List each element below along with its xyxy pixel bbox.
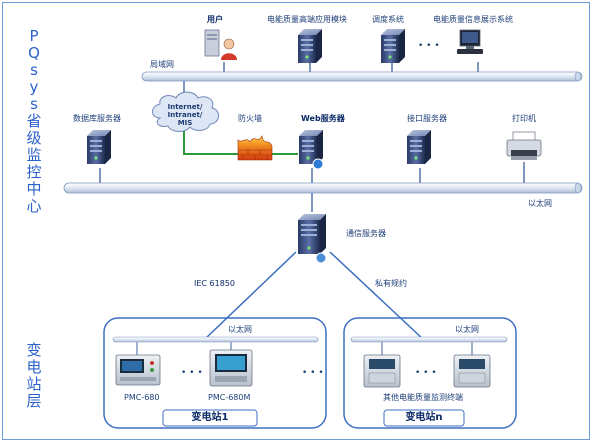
terminal1-icon [363, 354, 401, 388]
cloud-label-line3: MIS [178, 119, 193, 127]
user-label: 用户 [207, 15, 223, 24]
user-pc-icon [204, 29, 237, 60]
dispatch-label: 调度系统 [372, 15, 404, 24]
substation-layer-label: 变电站层 [24, 342, 44, 410]
lan-subn-label: 以太网 [455, 325, 479, 334]
ellipsis-between: • • • [302, 368, 324, 378]
substation-layer-label-char: 电 [26, 358, 42, 376]
comm-badge-icon [315, 252, 327, 264]
hf-app-label: 电能质量高端应用模块 [267, 15, 347, 24]
printer-label: 打印机 [512, 114, 536, 123]
substationn-tab [383, 409, 465, 427]
iec-protocol-label: IEC 61850 [194, 279, 235, 288]
outer-frame [2, 2, 590, 440]
center-layer-label-char: s [30, 61, 38, 79]
printer-icon [506, 131, 542, 160]
if-server-label: 接口服务器 [407, 114, 447, 123]
database-server-icon [87, 130, 111, 164]
other-terminals-label: 其他电能质量监测终端 [383, 393, 463, 402]
center-layer-label-char: y [29, 78, 39, 96]
web-server-label: Web服务器 [301, 114, 345, 123]
substationn-title: 变电站n [405, 412, 443, 423]
lan-top-label: 局域网 [150, 60, 174, 69]
db-server-label: 数据库服务器 [73, 114, 121, 123]
center-layer-label-char: 监 [26, 146, 42, 164]
dispatch-server-icon [381, 29, 405, 63]
substation1-bus [112, 336, 319, 343]
pmc680m-label: PMC-680M [208, 393, 251, 402]
lan-bus-mid [63, 182, 583, 194]
substation1-box [103, 317, 327, 429]
terminal2-icon [453, 354, 491, 388]
center-layer-label-char: 级 [26, 129, 42, 147]
substationn-bus [350, 336, 508, 343]
substation-layer-label-char: 层 [26, 392, 42, 410]
info-sys-label: 电能质量信息展示系统 [433, 15, 513, 24]
pmc680-label: PMC-680 [124, 393, 160, 402]
comm-server-icon [298, 214, 326, 254]
pmc680-device-icon [115, 354, 161, 386]
center-layer-label-char: 中 [26, 180, 42, 198]
comm-server-label: 通信服务器 [346, 229, 386, 238]
substation1-tab [162, 409, 258, 427]
ellipsis-sub1: • • • [181, 368, 203, 378]
substation-layer-label-char: 变 [26, 341, 42, 359]
ellipsis-subn: • • • [415, 368, 437, 378]
substation1-title: 变电站1 [191, 412, 229, 423]
firewall-label: 防火墙 [238, 114, 262, 123]
pmc680m-device-icon [209, 349, 253, 387]
lan-bus-top [141, 71, 583, 82]
private-protocol-label: 私有规约 [375, 279, 407, 288]
interface-server-icon [407, 130, 431, 164]
center-layer-label-char: 心 [26, 197, 42, 215]
info-display-pc-icon [457, 29, 483, 54]
center-layer-label-char: Q [28, 44, 40, 62]
mid-bus-connectors [99, 162, 525, 212]
lan-mid-label: 以太网 [528, 199, 552, 208]
lan-sub1-label: 以太网 [228, 325, 252, 334]
hf-app-server-icon [298, 29, 322, 63]
center-layer-label-char: P [29, 27, 39, 45]
substationn-box [343, 317, 517, 429]
cloud-label-line1: Internet/ [168, 103, 203, 111]
cloud-label-line2: Intranet/ [168, 111, 203, 119]
internet-cloud: Internet/ Intranet/ MIS [152, 91, 219, 132]
center-layer-label-char: 省 [26, 112, 42, 130]
center-layer-label-char: s [30, 95, 38, 113]
private-link [329, 251, 425, 341]
iec-link [205, 251, 297, 339]
substation-layer-label-char: 站 [26, 375, 42, 393]
center-layer-label-char: 控 [26, 163, 42, 181]
ellipsis-top: • • • [418, 41, 440, 51]
globe-icon [312, 158, 324, 170]
web-server-icon [299, 130, 323, 164]
firewall-icon [237, 135, 273, 161]
